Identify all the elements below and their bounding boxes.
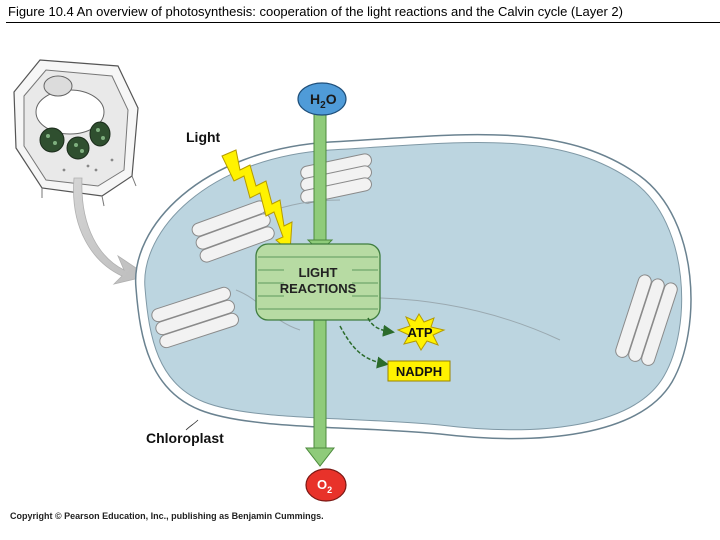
arrow-to-nadph: [339, 325, 389, 369]
granum-right: [615, 274, 678, 366]
svg-text:H2O: H2O: [310, 91, 337, 111]
chloroplast-label: Chloroplast: [146, 430, 224, 446]
granum-left-lower: [151, 286, 239, 349]
figure-title: Figure 10.4 An overview of photosynthesi…: [8, 4, 623, 19]
copyright-notice: Copyright © Pearson Education, Inc., pub…: [10, 511, 324, 521]
o2-label: O: [317, 477, 327, 492]
h2o-molecule: H2O: [297, 82, 347, 116]
h2o-label-end: O: [326, 91, 337, 107]
nadph-box: NADPH: [387, 360, 451, 382]
h2o-subscript: 2: [320, 100, 326, 111]
o2-molecule: O2: [305, 468, 347, 502]
h2o-label: H: [310, 91, 320, 107]
chloroplast: [134, 133, 692, 440]
atp-starburst-icon: ATP: [396, 313, 446, 351]
light-label: Light: [186, 129, 221, 145]
o2-subscript: 2: [327, 485, 332, 495]
nadph-label: NADPH: [396, 364, 442, 379]
plant-cell-icon: [13, 59, 139, 207]
lightning-bolt-icon: [221, 149, 293, 254]
svg-text:O2: O2: [317, 477, 332, 495]
atp-label: ATP: [407, 325, 432, 340]
water-to-oxygen-arrow: [304, 109, 336, 467]
light-reactions-line2: REACTIONS: [280, 281, 357, 296]
arrow-to-atp: [367, 317, 395, 337]
granum-left-upper: [191, 200, 275, 263]
light-reactions-box: LIGHT REACTIONS: [255, 243, 381, 321]
title-rule: [6, 22, 720, 23]
light-reactions-line1: LIGHT: [299, 265, 338, 280]
